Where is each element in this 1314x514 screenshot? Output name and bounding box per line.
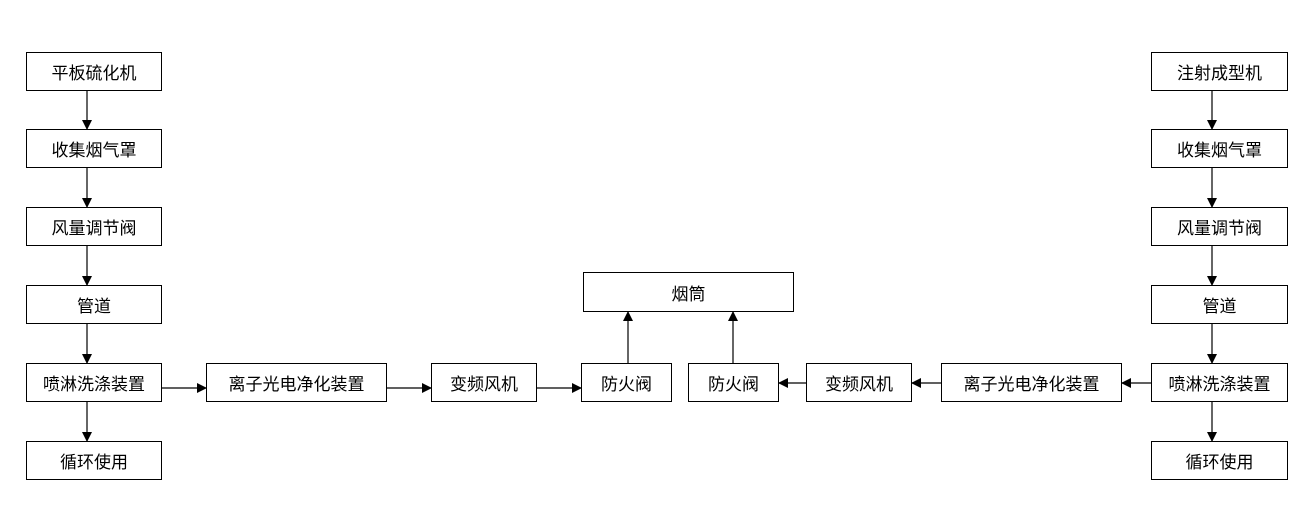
left-box-fume-hood: 收集烟气罩 — [26, 129, 162, 168]
right-box-air-valve: 风量调节阀 — [1151, 207, 1288, 246]
left-box-ion-purifier: 离子光电净化装置 — [206, 363, 387, 402]
left-box-flat-vulcanizer: 平板硫化机 — [26, 52, 162, 91]
left-box-spray-scrubber: 喷淋洗涤装置 — [26, 363, 162, 402]
right-box-injection-molder: 注射成型机 — [1151, 52, 1288, 91]
right-box-pipe: 管道 — [1151, 285, 1288, 324]
left-box-pipe: 管道 — [26, 285, 162, 324]
right-box-fume-hood: 收集烟气罩 — [1151, 129, 1288, 168]
right-box-vfd-fan: 变频风机 — [806, 363, 912, 402]
right-box-fire-damper: 防火阀 — [688, 363, 779, 402]
left-box-fire-damper: 防火阀 — [581, 363, 672, 402]
right-box-ion-purifier: 离子光电净化装置 — [941, 363, 1122, 402]
left-box-air-valve: 风量调节阀 — [26, 207, 162, 246]
chimney-box: 烟筒 — [583, 272, 794, 312]
right-box-spray-scrubber: 喷淋洗涤装置 — [1151, 363, 1288, 402]
left-box-recycle: 循环使用 — [26, 441, 162, 480]
left-box-vfd-fan: 变频风机 — [431, 363, 537, 402]
right-box-recycle: 循环使用 — [1151, 441, 1288, 480]
